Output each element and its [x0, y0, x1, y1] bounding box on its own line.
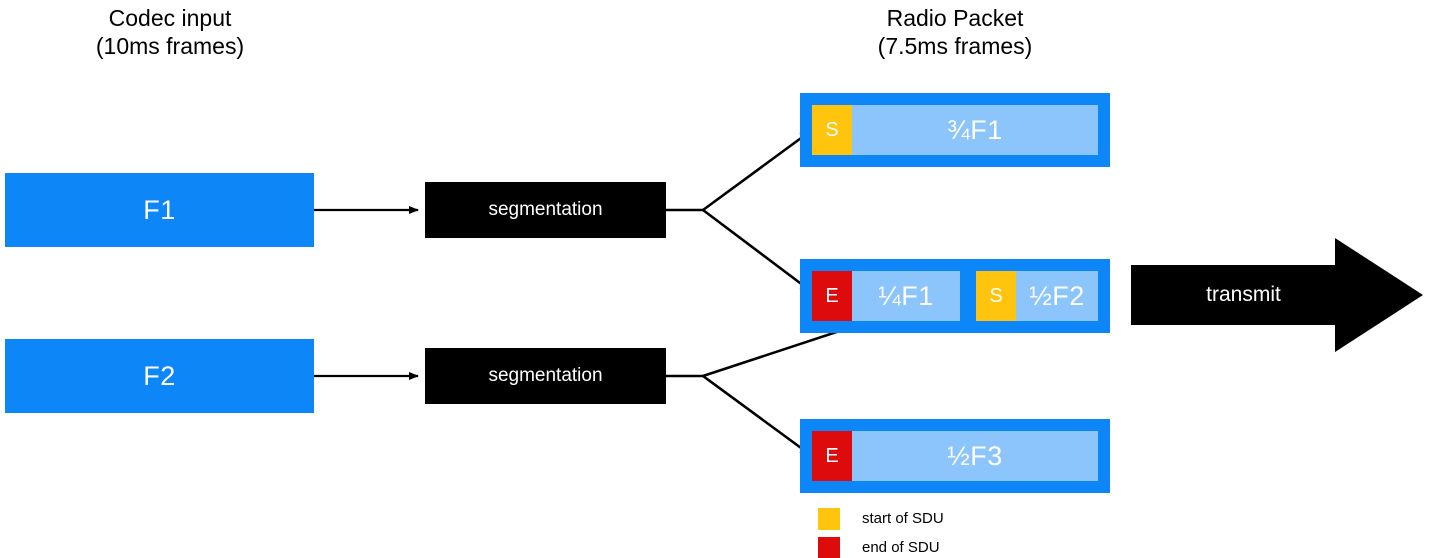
- sdu-payload-label: ½F3: [852, 431, 1098, 481]
- legend: start of SDU end of SDU: [818, 507, 944, 558]
- legend-label: end of SDU: [862, 539, 940, 556]
- codec-frame-f1-label: F1: [143, 194, 176, 225]
- segmentation-box-1[interactable]: segmentation: [425, 182, 666, 238]
- sdu-payload-label: ¼F1: [852, 271, 960, 321]
- sdu-block: E ½F3: [812, 431, 1098, 481]
- sdu-block: S ½F2: [976, 271, 1098, 321]
- segmentation-box-2[interactable]: segmentation: [425, 348, 666, 404]
- radio-packet-heading: Radio Packet (7.5ms frames): [877, 5, 1033, 59]
- codec-frame-f2[interactable]: F2: [5, 339, 314, 413]
- sdu-flag-end-icon: E: [812, 431, 852, 481]
- radio-packet-2[interactable]: E ¼F1 S ½F2: [800, 259, 1110, 333]
- sdu-flag-start-icon: S: [976, 271, 1016, 321]
- radio-packet-3[interactable]: E ½F3: [800, 419, 1110, 493]
- transmit-arrow-shape: [1131, 238, 1423, 352]
- transmit-arrow[interactable]: transmit: [1131, 238, 1423, 352]
- radio-packet-1[interactable]: S ¾F1: [800, 93, 1110, 167]
- legend-swatch-end-icon: [818, 536, 840, 558]
- sdu-payload-label: ¾F1: [852, 105, 1098, 155]
- sdu-block: E ¼F1: [812, 271, 960, 321]
- segmentation-box-1-label: segmentation: [488, 199, 603, 220]
- sdu-block: S ¾F1: [812, 105, 1098, 155]
- sdu-flag-start-icon: S: [812, 105, 852, 155]
- sdu-flag-end-icon: E: [812, 271, 852, 321]
- codec-frame-f2-label: F2: [143, 360, 176, 391]
- legend-item-end-of-sdu: end of SDU: [818, 536, 944, 558]
- legend-item-start-of-sdu: start of SDU: [818, 507, 944, 530]
- legend-label: start of SDU: [862, 510, 944, 527]
- codec-input-heading: Codec input (10ms frames): [95, 5, 245, 59]
- segmentation-box-2-label: segmentation: [488, 365, 603, 386]
- legend-swatch-start-icon: [818, 507, 840, 530]
- codec-frame-f1[interactable]: F1: [5, 173, 314, 247]
- sdu-payload-label: ½F2: [1016, 271, 1098, 321]
